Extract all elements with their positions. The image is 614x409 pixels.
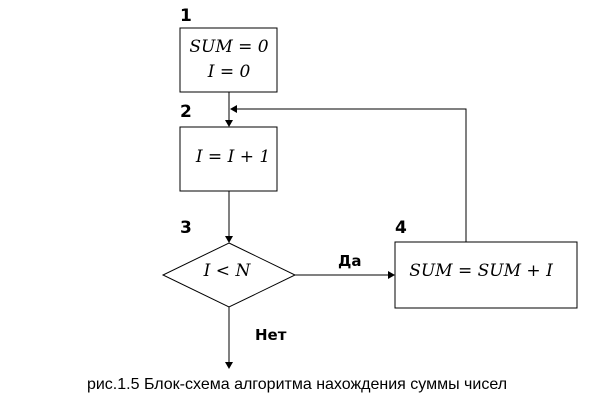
arrowhead-left-loop	[230, 105, 237, 113]
yes-branch-label: Да	[338, 252, 361, 270]
block-4-number: 4	[395, 218, 407, 238]
no-branch-label: Нет	[255, 326, 287, 344]
block-1-number: 1	[180, 6, 192, 26]
block-1-init-box	[179, 27, 278, 93]
block-1-i-assign: I = 0	[207, 62, 251, 82]
figure-caption: рис.1.5 Блок-схема алгоритма нахождения …	[87, 376, 507, 393]
block-2-number: 2	[180, 102, 192, 122]
block-4-accumulate-text: SUM = SUM + I	[409, 261, 553, 281]
arrowhead-right-accumulate	[388, 271, 395, 279]
block-1-sum-assign: SUM = 0	[189, 37, 268, 57]
arrowhead-down-exit	[225, 362, 233, 369]
block-3-condition-text: I < N	[203, 261, 252, 281]
block-2-increment-box	[179, 126, 278, 192]
block-2-increment-text: I = I + 1	[195, 147, 270, 167]
block-4-accumulate-box	[394, 241, 578, 309]
connector-loop-back	[235, 108, 467, 242]
block-3-number: 3	[180, 218, 192, 238]
arrowhead-down-condition	[225, 236, 233, 243]
arrowhead-down-increment	[225, 120, 233, 127]
